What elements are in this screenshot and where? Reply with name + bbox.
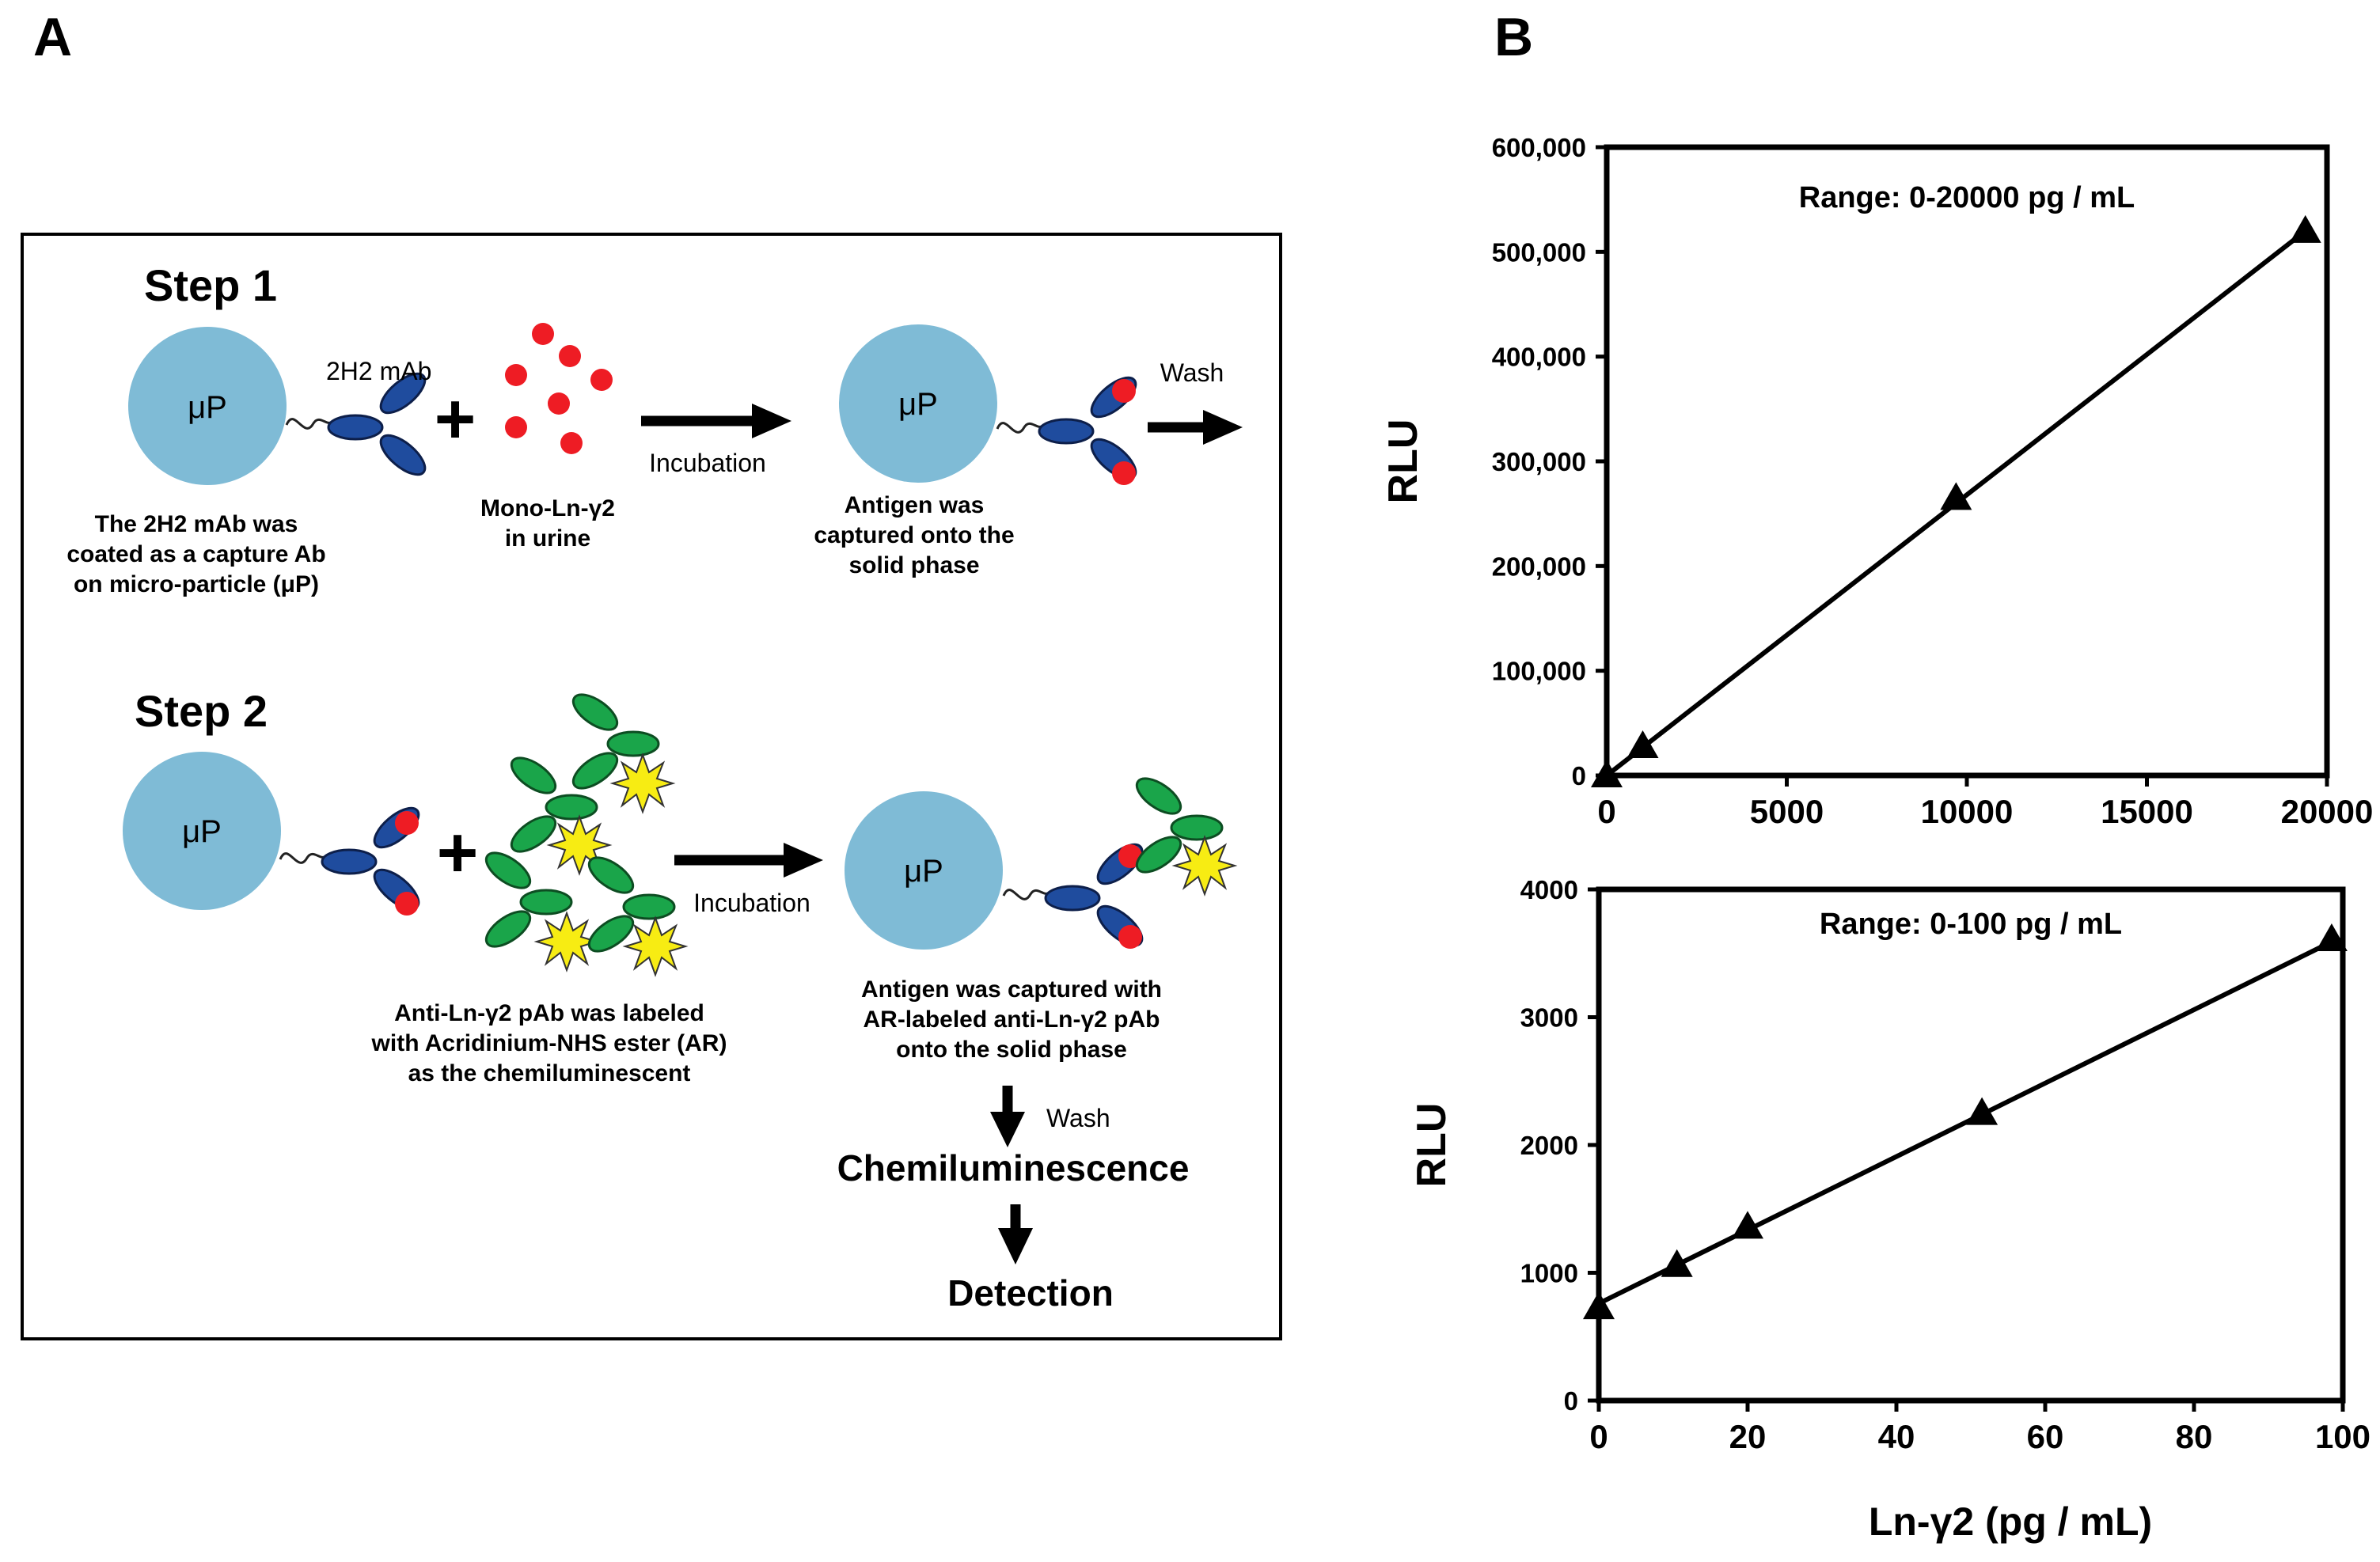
x-tick-label: 5000	[1750, 793, 1824, 830]
antigen-dots	[505, 323, 613, 454]
data-point-marker	[2315, 923, 2348, 951]
y-tick-label: 1000	[1520, 1259, 1578, 1288]
step2-desc-right: Antigen was captured with AR-labeled ant…	[861, 976, 1162, 1063]
x-tick-label: 40	[1878, 1418, 1915, 1455]
x-tick-label: 100	[2315, 1418, 2371, 1455]
y-tick-label: 600,000	[1492, 133, 1586, 162]
data-point-marker	[1732, 1211, 1763, 1239]
panel-a: A Step 1 μP 2H2 mAb + Incubation μP	[21, 7, 1282, 1340]
y-tick-label: 0	[1572, 761, 1586, 790]
fit-line	[1597, 939, 2333, 1306]
svg-text:Antigen was captured with: Antigen was captured with	[861, 976, 1162, 1003]
incubation-label-1: Incubation	[649, 449, 766, 477]
svg-text:Anti-Ln-γ2 pAb was labeled: Anti-Ln-γ2 pAb was labeled	[394, 1000, 704, 1026]
incubation-arrow-1	[641, 404, 791, 438]
y-tick-label: 200,000	[1492, 552, 1586, 581]
panel-b-x-axis-label: Ln-γ2 (pg / mL)	[1869, 1499, 2152, 1544]
panel-a-label: A	[33, 7, 72, 67]
y-tick-label: 300,000	[1492, 447, 1586, 476]
y-tick-label: 2000	[1520, 1131, 1578, 1160]
wash-label-2: Wash	[1046, 1104, 1110, 1132]
svg-text:captured onto the: captured onto the	[814, 522, 1014, 548]
plus-sign-2: +	[437, 813, 479, 893]
x-tick-label: 60	[2027, 1418, 2064, 1455]
step1-capture-particle: μP	[128, 327, 433, 485]
y-tick-label: 500,000	[1492, 237, 1586, 267]
svg-text:onto the solid phase: onto the solid phase	[896, 1037, 1127, 1063]
panel-a-frame	[21, 233, 1282, 1340]
chart-high-range: 0 100,000 200,000 300,000 400,000 500,000 600,…	[1380, 133, 2373, 830]
y-tick-label: 3000	[1520, 1003, 1578, 1033]
x-tick-label: 15000	[2101, 793, 2193, 830]
wash-label-1: Wash	[1160, 358, 1224, 387]
x-tick-label: 0	[1597, 793, 1615, 830]
x-tick-label: 20000	[2281, 793, 2374, 830]
svg-text:The 2H2 mAb was: The 2H2 mAb was	[95, 511, 298, 537]
step2-title: Step 2	[135, 686, 268, 736]
data-point-marker	[1940, 482, 1972, 510]
chart-title: Range: 0-100 pg / mL	[1820, 908, 2122, 941]
y-tick-label: 400,000	[1492, 343, 1586, 372]
incubation-label-2: Incubation	[693, 889, 810, 917]
panel-b: B 0 100,000 200,000 300,000 400,000 500,000 60…	[1380, 7, 2373, 1544]
step1-title: Step 1	[144, 260, 277, 310]
step1-desc-left: The 2H2 mAb was coated as a capture Ab o…	[66, 511, 325, 597]
x-tick-label: 80	[2176, 1418, 2213, 1455]
data-point-marker	[1583, 1291, 1615, 1320]
data-point-marker	[1661, 1249, 1693, 1277]
svg-text:AR-labeled anti-Ln-γ2 pAb: AR-labeled anti-Ln-γ2 pAb	[863, 1007, 1160, 1033]
x-tick-label: 20	[1729, 1418, 1767, 1455]
particle-label: μP	[188, 390, 227, 425]
detection-label: Detection	[947, 1272, 1114, 1314]
step2-desc-mid: Anti-Ln-γ2 pAb was labeled with Acridini…	[371, 1000, 727, 1086]
y-tick-label: 0	[1564, 1386, 1578, 1416]
step1-captured-particle: μP	[839, 324, 1144, 487]
labeled-pab-cluster	[479, 686, 686, 976]
particle-label: μP	[182, 814, 222, 849]
y-axis-label: RLU	[1380, 419, 1426, 504]
data-point-marker	[1627, 730, 1659, 758]
svg-text:on micro-particle (μP): on micro-particle (μP)	[74, 571, 319, 597]
plot-frame	[1604, 144, 2330, 779]
svg-text:in urine: in urine	[505, 525, 590, 552]
y-tick-label: 100,000	[1492, 657, 1586, 686]
data-point-marker	[1591, 760, 1623, 787]
chart-title: Range: 0-20000 pg / mL	[1799, 181, 2135, 214]
wash-arrow-2	[990, 1086, 1025, 1147]
x-tick-label: 10000	[1921, 793, 2014, 830]
incubation-arrow-2	[674, 843, 823, 878]
mab-label: 2H2 mAb	[326, 357, 431, 385]
plus-sign-1: +	[435, 380, 476, 459]
step2-sandwich-complex: μP	[845, 770, 1236, 954]
particle-label: μP	[898, 387, 938, 422]
chemiluminescence-label: Chemiluminescence	[837, 1147, 1190, 1189]
y-axis-label: RLU	[1409, 1103, 1455, 1188]
plot-frame	[1596, 886, 2346, 1404]
svg-text:as the chemiluminescent: as the chemiluminescent	[408, 1060, 691, 1086]
svg-text:with Acridinium-NHS ester (AR): with Acridinium-NHS ester (AR)	[371, 1030, 727, 1056]
svg-text:Mono-Ln-γ2: Mono-Ln-γ2	[480, 495, 615, 521]
panel-b-label: B	[1494, 7, 1533, 67]
svg-text:coated as a capture Ab: coated as a capture Ab	[66, 541, 325, 567]
svg-text:Antigen was: Antigen was	[845, 492, 985, 518]
step1-desc-right: Antigen was captured onto the solid phas…	[814, 492, 1014, 578]
y-tick-label: 4000	[1520, 875, 1578, 904]
wash-arrow-1	[1148, 410, 1243, 445]
data-point-marker	[2289, 214, 2321, 243]
data-point-marker	[1966, 1097, 1999, 1125]
step1-desc-mid: Mono-Ln-γ2 in urine	[480, 495, 615, 552]
step2-captured-particle: μP	[123, 752, 427, 917]
particle-label: μP	[904, 854, 943, 889]
chart-low-range: 0 1000 2000 3000 4000 0 20 40 60 80 100 Range: 0-10…	[1409, 875, 2371, 1455]
x-tick-label: 0	[1589, 1418, 1608, 1455]
svg-text:solid phase: solid phase	[848, 552, 979, 578]
detection-arrow	[998, 1204, 1033, 1264]
